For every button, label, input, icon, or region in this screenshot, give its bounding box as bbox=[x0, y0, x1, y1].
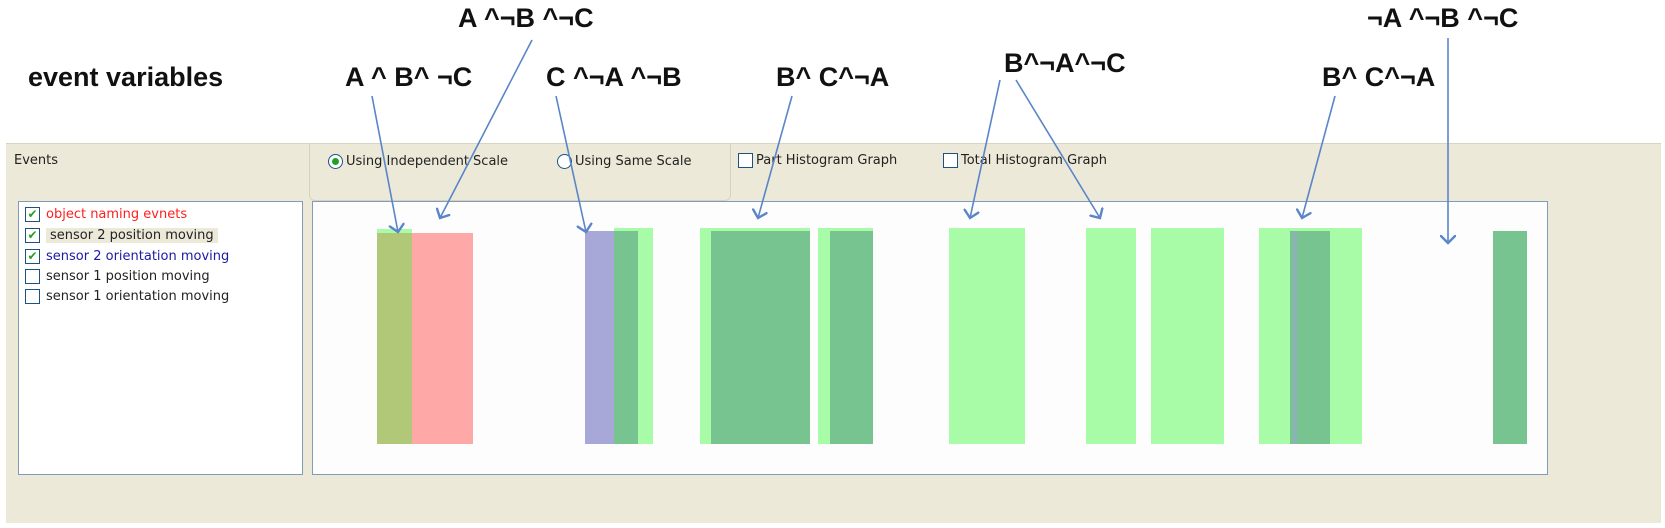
checkbox-unchecked-icon bbox=[943, 153, 958, 168]
timeline-bars bbox=[377, 228, 1527, 444]
arrow-a6 bbox=[1302, 95, 1336, 218]
part-histogram-checkbox[interactable]: Part Histogram Graph bbox=[738, 153, 897, 168]
arrow-a4 bbox=[758, 95, 793, 218]
checkbox-unchecked-icon bbox=[738, 153, 753, 168]
event-item-sensor1-orientation[interactable]: sensor 1 orientation moving bbox=[25, 287, 229, 305]
annotation-label-a2: A ^¬B ^¬C bbox=[458, 3, 594, 33]
checkbox-unchecked-icon[interactable] bbox=[25, 268, 40, 284]
part-histogram-label: Part Histogram Graph bbox=[756, 153, 898, 168]
annotation-label-a3: C ^¬A ^¬B bbox=[546, 62, 682, 92]
bar-sensor2-position bbox=[949, 228, 1025, 444]
arrow-a5-right bbox=[1015, 79, 1100, 218]
bar-sensor2-position bbox=[1086, 228, 1136, 444]
checkbox-checked-icon[interactable]: ✔ bbox=[25, 248, 40, 264]
checkbox-checked-icon[interactable]: ✔ bbox=[25, 227, 40, 243]
page-title: event variables bbox=[28, 62, 224, 92]
total-histogram-label: Total Histogram Graph bbox=[961, 153, 1107, 168]
event-item-sensor2-orientation[interactable]: ✔ sensor 2 orientation moving bbox=[25, 247, 229, 265]
event-label: sensor 1 orientation moving bbox=[46, 288, 230, 304]
event-label: sensor 1 position moving bbox=[46, 268, 210, 284]
radio-selected-icon bbox=[328, 154, 343, 169]
checkbox-unchecked-icon[interactable] bbox=[25, 288, 40, 304]
annotation-label-a5: B^¬A^¬C bbox=[1004, 48, 1126, 78]
radio-unselected-icon bbox=[557, 154, 572, 169]
same-scale-radio[interactable]: Using Same Scale bbox=[557, 154, 692, 169]
arrow-a5-left bbox=[970, 79, 1001, 218]
bar-sensor2-position bbox=[1151, 228, 1224, 444]
event-item-sensor1-position[interactable]: sensor 1 position moving bbox=[25, 267, 210, 285]
bar-overlap-position-orientation bbox=[830, 231, 873, 444]
arrow-a3 bbox=[555, 95, 586, 232]
same-scale-label: Using Same Scale bbox=[575, 154, 692, 169]
event-label: object naming evnets bbox=[46, 206, 188, 222]
event-label: sensor 2 position moving bbox=[46, 227, 218, 243]
events-list: ✔ object naming evnets ✔ sensor 2 positi… bbox=[18, 201, 303, 475]
bar-overlap-position-orientation bbox=[614, 231, 638, 444]
arrow-a1 bbox=[371, 95, 398, 232]
annotation-label-a7: ¬A ^¬B ^¬C bbox=[1367, 3, 1519, 33]
bar-overlap-position-orientation bbox=[1493, 231, 1527, 444]
arrow-a2 bbox=[440, 39, 533, 218]
event-label: sensor 2 orientation moving bbox=[46, 248, 230, 264]
checkbox-checked-icon[interactable]: ✔ bbox=[25, 206, 40, 222]
total-histogram-checkbox[interactable]: Total Histogram Graph bbox=[943, 153, 1107, 168]
event-item-object-naming[interactable]: ✔ object naming evnets bbox=[25, 205, 187, 223]
bar-overlap-naming-position bbox=[377, 229, 412, 444]
bar-orientation-edge bbox=[1293, 231, 1297, 444]
annotation-label-a4: B^ C^¬A bbox=[776, 62, 890, 92]
events-heading: Events bbox=[14, 153, 59, 168]
event-timeline-plot bbox=[312, 201, 1548, 475]
annotation-label-a1: A ^ B^ ¬C bbox=[345, 62, 473, 92]
annotation-label-a6: B^ C^¬A bbox=[1322, 62, 1436, 92]
bar-overlap-position-orientation bbox=[711, 231, 810, 444]
event-viewer-panel: Events Using Independent Scale Using Sam… bbox=[6, 143, 1661, 523]
event-item-sensor2-position[interactable]: ✔ sensor 2 position moving bbox=[25, 226, 218, 244]
bar-sensor2-orientation bbox=[585, 231, 614, 444]
